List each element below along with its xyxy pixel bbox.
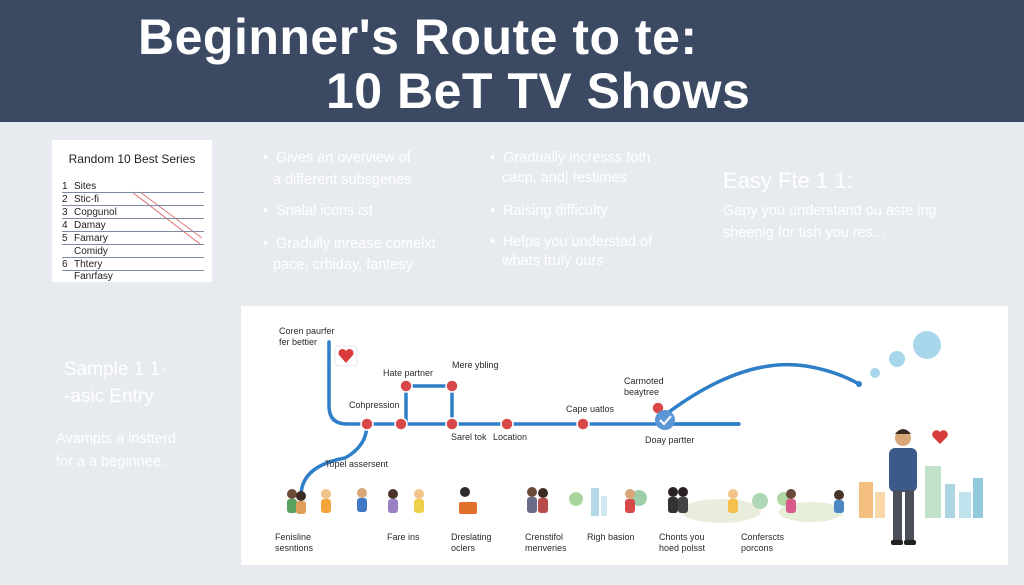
bubble-small	[870, 368, 880, 378]
bubble-large	[913, 331, 941, 359]
label-sarel-tok: Sarel tok	[451, 432, 487, 442]
label-location: Location	[493, 432, 528, 442]
sample-title: Sample 1 1· -asic Entry	[64, 359, 167, 407]
bullet-col2-item: •Helps you understad of	[490, 234, 653, 250]
label-cohpression: Cohpression	[349, 400, 400, 410]
sample-description: Avampts a instterd for a a beginnee.	[56, 431, 176, 470]
person-illustration	[889, 429, 917, 545]
bullet-col2-item: cacp, and| festimes	[502, 170, 627, 186]
route-loop	[404, 384, 454, 424]
label-mere-ybling: Mere ybling	[452, 360, 499, 370]
bullet-col1-item: •Gradully inrease comelxt	[263, 236, 436, 252]
easy-title: Easy Fte 1 1:	[723, 168, 853, 193]
bullet-col1-item: •Gives an overview of	[263, 150, 411, 166]
bullet-col2-item: •Gradually incresss toth	[490, 150, 651, 166]
route-line-main	[327, 340, 741, 426]
people-icons	[287, 487, 844, 514]
list-item: Fanrfasy	[74, 271, 113, 282]
heart-icon	[932, 430, 948, 444]
route-map	[287, 331, 983, 545]
easy-description: Gapy you understand ou aste ing sheenig …	[723, 203, 937, 241]
bullet-col1-item: pace, crbiday, fantesy	[273, 257, 413, 273]
route-end-dot	[856, 381, 862, 387]
bubble-medium	[889, 351, 905, 367]
title-line-1: Beginner's Route to te:	[138, 9, 698, 65]
route-curve-up	[659, 362, 861, 420]
list-item: Comidy	[62, 245, 204, 258]
label-cape-uatlos: Cape uatlos	[566, 404, 615, 414]
label-doay-partner: Doay partter	[645, 435, 695, 445]
heart-icon	[334, 345, 358, 367]
route-line-branch-down	[299, 422, 369, 498]
bullet-col1-item: •Snalal icons ist	[263, 203, 373, 219]
list-title: Random 10 Best Series	[68, 152, 196, 166]
title-line-2: 10 BeT TV Shows	[326, 63, 751, 119]
bullet-col2-item: •Raising difficulty	[490, 203, 608, 219]
check-stop-icon	[655, 410, 675, 430]
bottom-label: Fare ins	[387, 532, 420, 542]
bullet-col2-item: whats truly ours	[502, 253, 604, 269]
header-banner: Beginner's Route to te: 10 BeT TV Shows	[0, 0, 1024, 122]
label-topel: Topel assersent	[325, 459, 389, 469]
bullet-col1-item: a different subsgenes	[273, 172, 412, 188]
bottom-label: Righ basion	[587, 532, 635, 542]
label-hate-partner: Hate partner	[383, 368, 434, 378]
